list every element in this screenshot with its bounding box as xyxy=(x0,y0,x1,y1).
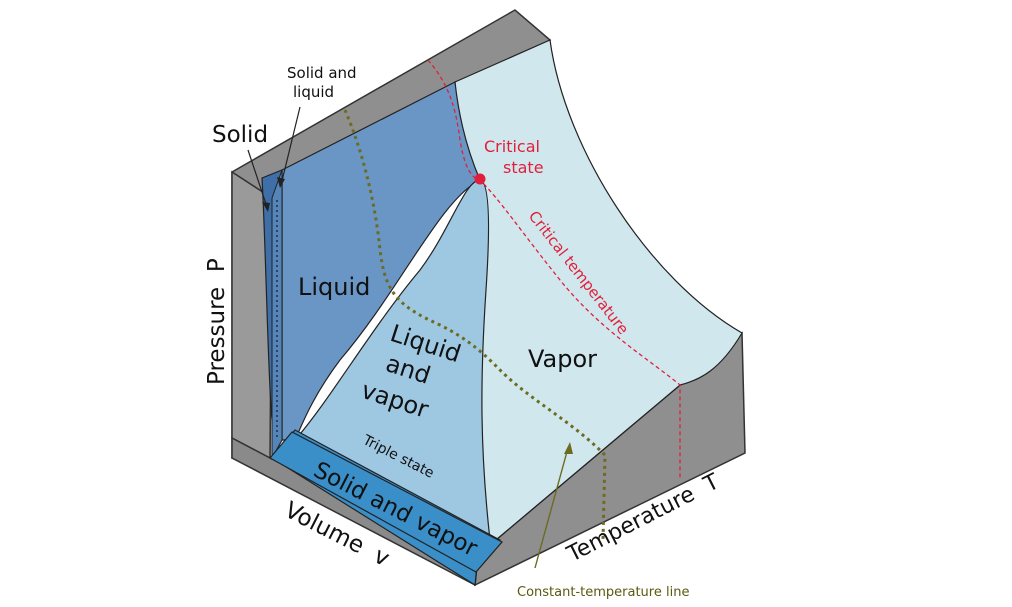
solid-and-liquid-leader-line xyxy=(280,106,301,186)
solid-and-liquid-label-line2: liquid xyxy=(293,83,334,101)
solid-and-liquid-label-line1: Solid and xyxy=(287,64,357,82)
solid-and-liquid-strip xyxy=(271,169,283,460)
vapor-label: Vapor xyxy=(528,345,597,373)
solid-arrow-icon xyxy=(262,202,270,212)
solid-and-vapor-band xyxy=(269,431,503,573)
solid-leader-line xyxy=(247,149,269,211)
constant-temperature-arrow-icon xyxy=(564,442,573,454)
solid-label: Solid xyxy=(212,122,268,148)
constant-temperature-line xyxy=(343,109,607,541)
constant-temperature-line-label: Constant-temperature line xyxy=(517,585,689,600)
pressure-axis-label: Pressure P xyxy=(204,258,230,385)
critical-state-label-line2: state xyxy=(503,158,544,177)
constant-temperature-leader-line xyxy=(534,447,569,569)
critical-state-label-line1: Critical xyxy=(484,137,540,156)
critical-state-point xyxy=(474,173,486,185)
solid-and-liquid-arrow-icon xyxy=(277,177,285,188)
liquid-label: Liquid xyxy=(298,273,370,301)
critical-temperature-line xyxy=(427,59,681,480)
